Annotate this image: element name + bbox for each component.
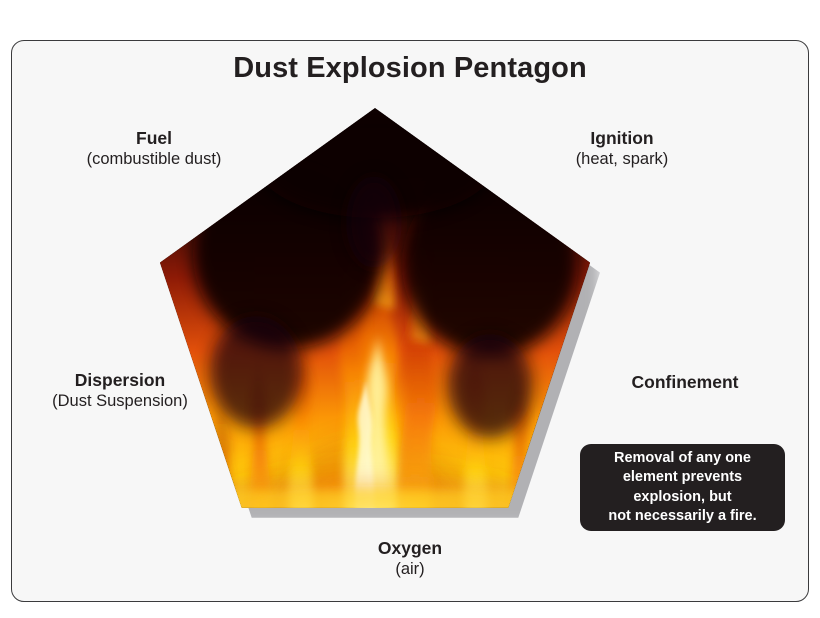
vertex-heading-ignition: Ignition (590, 128, 654, 148)
vertex-label-fuel: Fuel (combustible dust) (40, 128, 268, 169)
vertex-label-ignition: Ignition (heat, spark) (508, 128, 736, 169)
callout-line-4: not necessarily a fire. (608, 507, 757, 524)
vertex-label-confinement: Confinement (580, 372, 790, 393)
callout-note: Removal of any one element prevents expl… (580, 444, 785, 531)
callout-line-3: explosion, but (633, 488, 732, 505)
callout-line-2: element prevents (622, 469, 743, 486)
vertex-heading-dispersion: Dispersion (74, 370, 166, 390)
vertex-label-dispersion: Dispersion (Dust Suspension) (15, 370, 225, 411)
callout-line-1: Removal of any one (614, 450, 751, 467)
vertex-sub-fuel: (combustible dust) (86, 150, 222, 169)
vertex-label-oxygen: Oxygen (air) (300, 538, 520, 579)
pentagon-graphic (160, 104, 600, 524)
vertex-sub-ignition: (heat, spark) (575, 150, 669, 169)
vertex-heading-confinement: Confinement (631, 372, 739, 392)
vertex-sub-dispersion: (Dust Suspension) (52, 392, 188, 411)
vertex-sub-oxygen: (air) (395, 560, 425, 579)
vertex-heading-fuel: Fuel (136, 128, 172, 148)
page-title: Dust Explosion Pentagon (233, 52, 587, 84)
vertex-heading-oxygen: Oxygen (377, 538, 443, 558)
